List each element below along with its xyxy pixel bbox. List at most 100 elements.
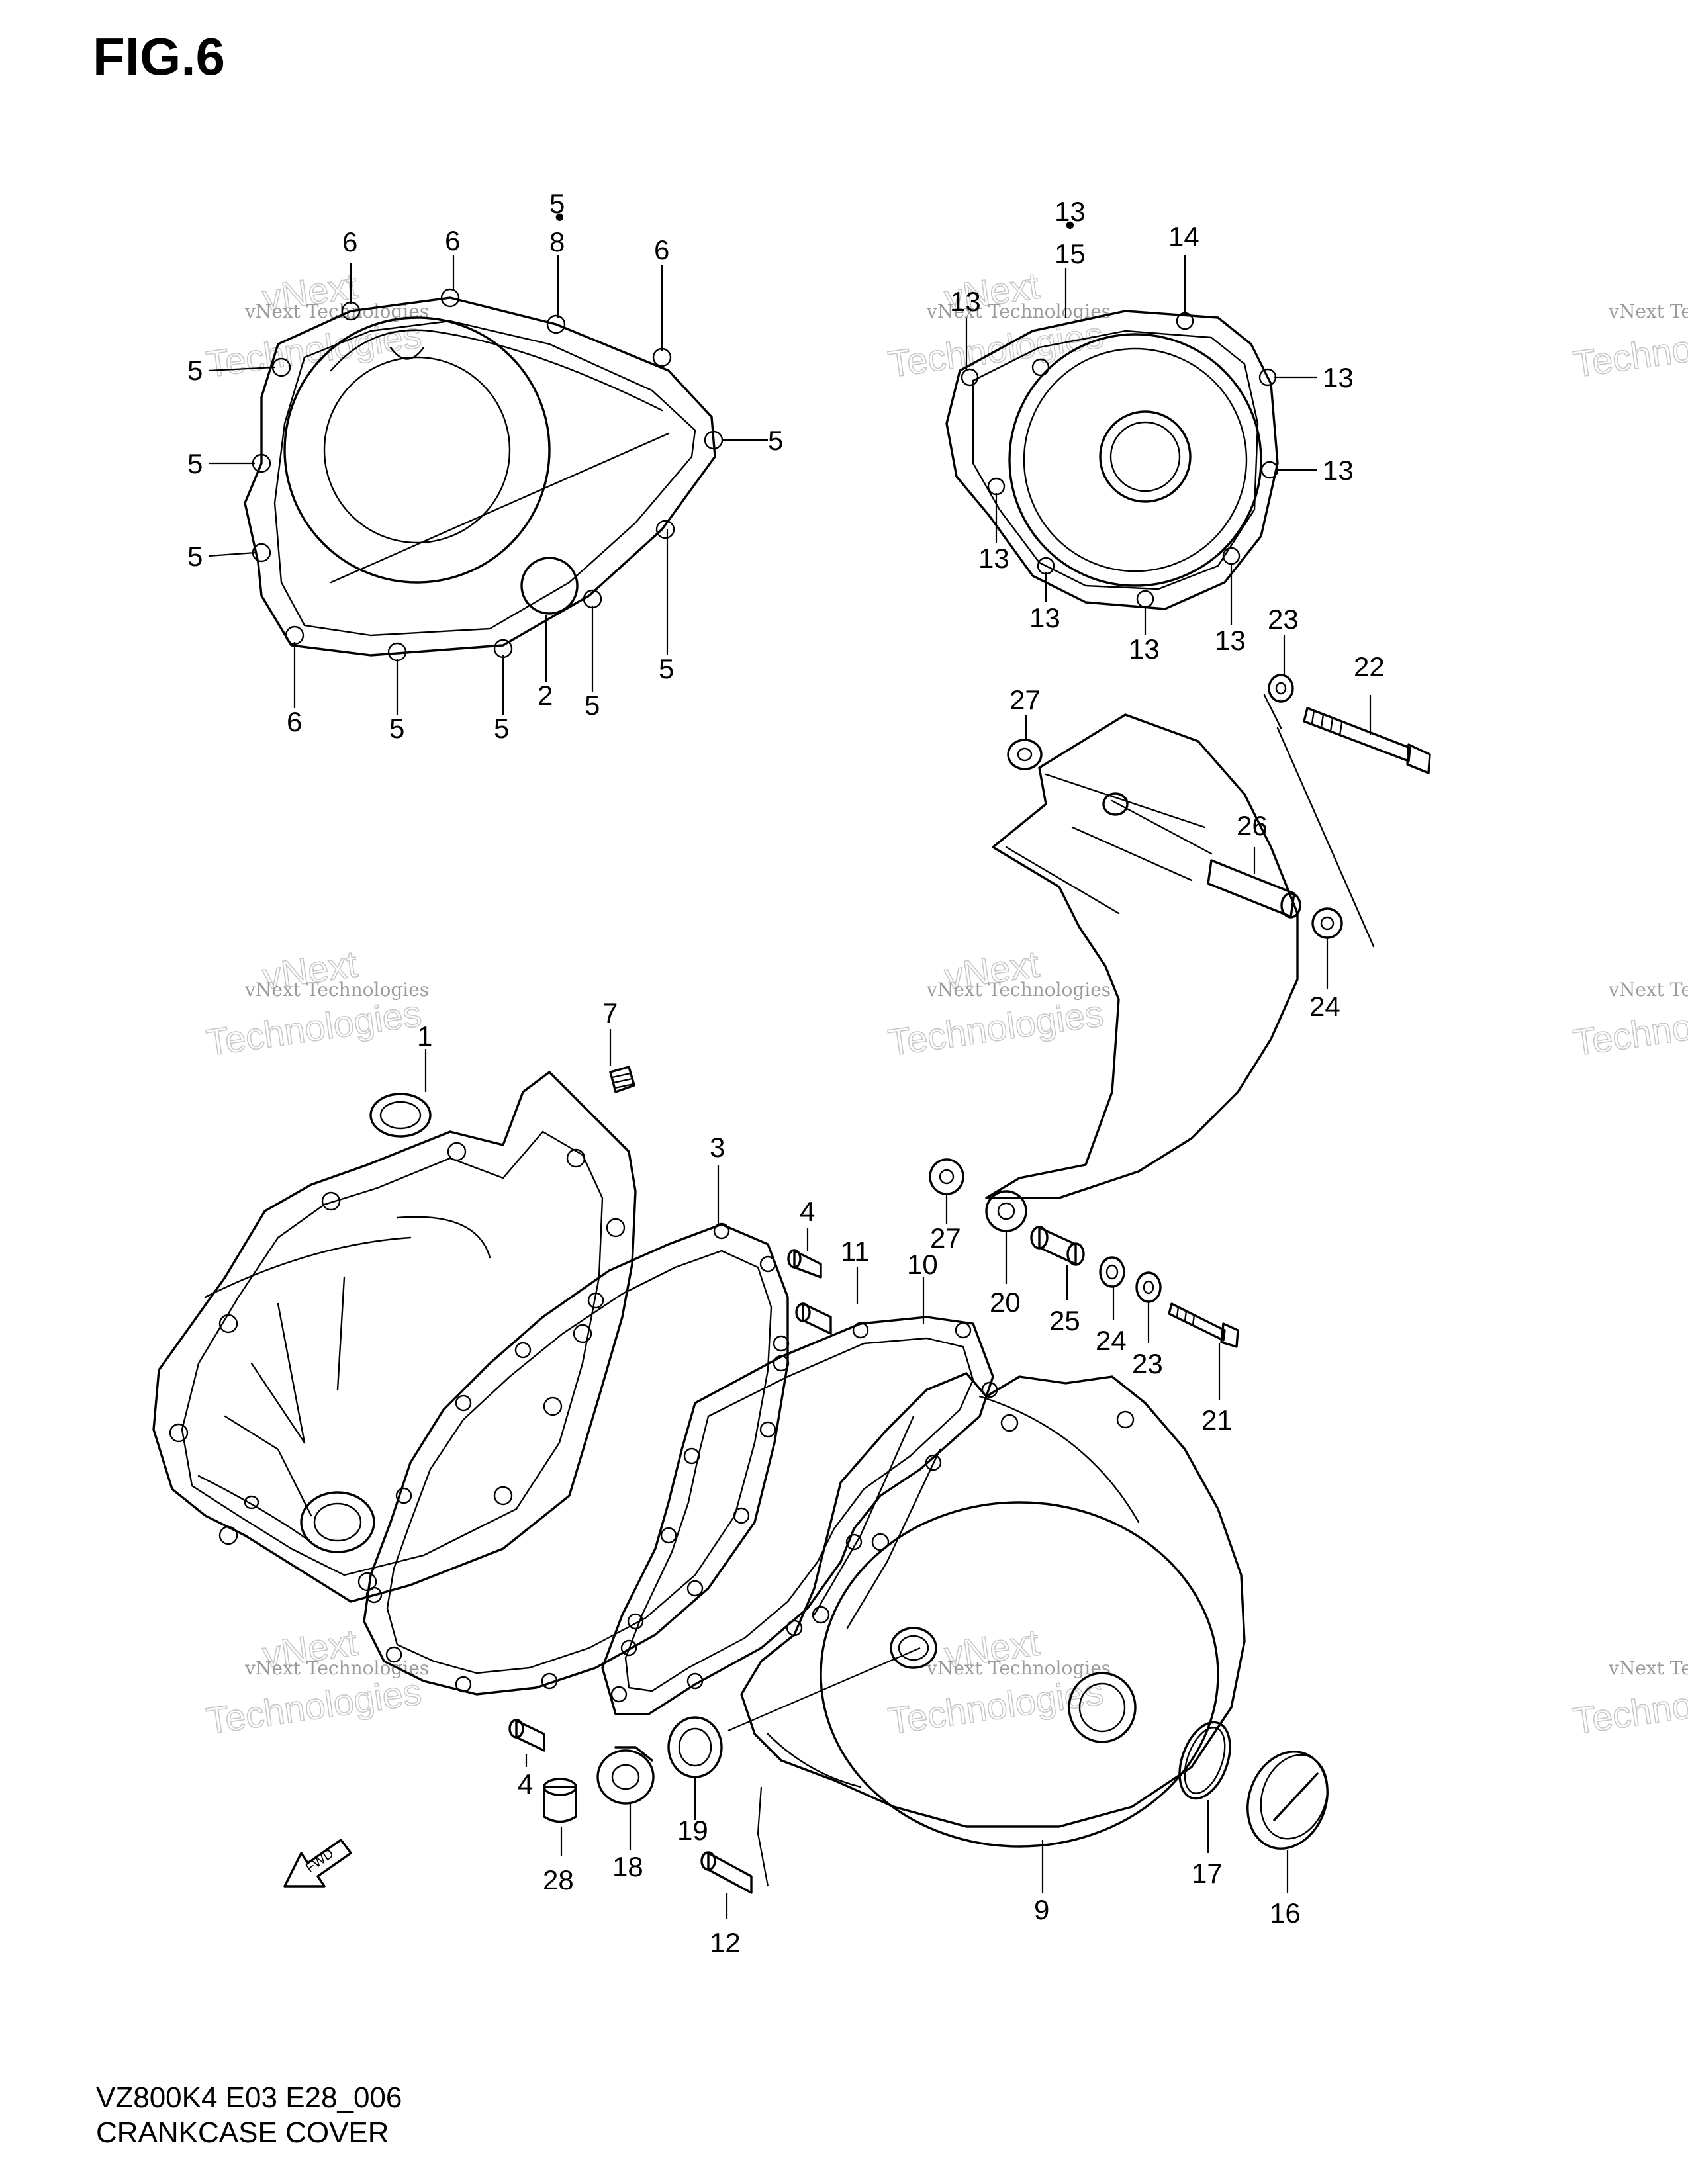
figure-title: FIG.6 <box>93 27 226 86</box>
washer-24-upper <box>1311 907 1343 939</box>
washer-23-lower <box>1135 1271 1162 1303</box>
watermarks: Technologies vNext vNext Technologies Te… <box>203 264 1688 1743</box>
callout-5: 5 <box>187 541 203 572</box>
callout-5: 5 <box>659 653 674 684</box>
watermark-text: Technologies <box>886 314 1105 385</box>
watermark-text: Technologies <box>1571 1670 1688 1742</box>
watermark-text: vNext Technologies <box>926 1657 1111 1679</box>
watermark-right-edge-top: vNext Technologies Technologies <box>1570 300 1688 386</box>
crankcase-cover-generator-side <box>740 1372 1246 1848</box>
small-parts: FWD <box>283 674 1431 1894</box>
sprocket-cover-plate <box>985 694 1375 1199</box>
oring-19 <box>667 1716 723 1778</box>
callout-28: 28 <box>543 1864 574 1895</box>
callout-6: 6 <box>287 706 302 737</box>
plug-7 <box>609 1066 635 1093</box>
callout-13: 13 <box>1129 633 1160 664</box>
callout-24: 24 <box>1309 991 1340 1022</box>
callout-13: 13 <box>1215 625 1246 656</box>
watermark-text: Technologies <box>1571 314 1688 385</box>
watermark-top-left: Technologies vNext vNext Technologies <box>203 264 429 386</box>
bolt-21 <box>1168 1302 1239 1348</box>
collar-20 <box>985 1190 1027 1232</box>
fwd-label: FWD <box>303 1846 336 1876</box>
callout-19: 19 <box>677 1815 708 1846</box>
callout-labels: 6 6 5 • 8 6 5 5 5 5 5 5 2 5 5 6 13 • 15 … <box>187 188 1385 1958</box>
callout-13: 13 <box>1323 362 1354 393</box>
callout-23: 23 <box>1132 1348 1163 1379</box>
callout-5: 5 <box>494 713 509 744</box>
watermark-text: vNext Technologies <box>244 1657 429 1679</box>
dowel-pin-12 <box>700 1851 753 1894</box>
callout-13: 13 <box>1055 196 1086 227</box>
callout-20: 20 <box>990 1287 1021 1318</box>
section-name: CRANKCASE COVER <box>96 2116 389 2149</box>
spacer-26 <box>1207 859 1301 919</box>
plug-18 <box>596 1746 655 1805</box>
crankcase-cover-clutch-side <box>152 1071 637 1603</box>
bolt-holes <box>610 1322 998 1703</box>
callout-12: 12 <box>710 1927 741 1958</box>
callout-5: 5 <box>768 425 783 456</box>
callout-6: 6 <box>342 226 357 257</box>
callout-24: 24 <box>1096 1325 1127 1356</box>
callout-27: 27 <box>930 1222 961 1253</box>
bolt-bosses <box>169 1142 626 1592</box>
callout-17: 17 <box>1192 1858 1223 1889</box>
watermark-text: Technologies <box>886 992 1105 1064</box>
dowel-pin-4-upper <box>787 1249 822 1279</box>
watermark-right-edge-low: vNext Technologies Technologies <box>1570 1657 1688 1743</box>
watermark-mid-left: Technologies vNext vNext Technologies <box>203 942 429 1064</box>
callout-21: 21 <box>1201 1404 1233 1435</box>
watermark-mid-mid: Technologies vNext vNext Technologies <box>885 942 1111 1064</box>
leader-lines <box>208 255 1372 1919</box>
watermark-text: vNext Technologies <box>926 979 1111 1001</box>
grommet-27-lower <box>929 1158 964 1195</box>
watermark-text: Technologies <box>204 992 424 1064</box>
callout-7: 7 <box>602 997 618 1028</box>
callout-13: 13 <box>1029 602 1060 633</box>
washer-24-lower <box>1099 1256 1125 1288</box>
callout-6: 6 <box>654 234 669 265</box>
callout-23: 23 <box>1268 604 1299 635</box>
callout-9: 9 <box>1034 1894 1049 1925</box>
dowel-pin-11 <box>795 1302 832 1335</box>
callout-5: 5 <box>187 355 203 386</box>
callout-11: 11 <box>841 1236 870 1267</box>
bolt-holes <box>365 1222 790 1693</box>
watermark-text: vNext Technologies <box>926 300 1111 322</box>
callout-13: 13 <box>978 543 1009 574</box>
callout-4: 4 <box>518 1768 533 1799</box>
callout-10: 10 <box>907 1249 938 1280</box>
callout-15: 15 <box>1055 238 1086 269</box>
callout-22: 22 <box>1354 651 1385 682</box>
watermark-text: vNext Technologies <box>1608 1657 1688 1679</box>
callout-8: 8 <box>549 226 565 257</box>
fwd-arrow-icon: FWD <box>283 1839 352 1888</box>
watermark-low-mid: Technologies vNext vNext Technologies <box>885 1621 1111 1743</box>
gasket-generator-cover <box>601 1316 998 1715</box>
callout-5: 5 <box>187 448 203 479</box>
bolt-22 <box>1303 707 1431 774</box>
grommet-27-upper <box>1007 739 1043 770</box>
watermark-text: Technologies <box>1571 992 1688 1064</box>
bolt-bosses <box>812 1410 1135 1624</box>
watermark-text: Technologies <box>886 1670 1105 1742</box>
callout-5: 5 <box>549 188 565 219</box>
callout-5: 5 <box>585 690 600 721</box>
model-code: VZ800K4 E03 E28_006 <box>96 2081 402 2114</box>
watermark-top-mid: Technologies vNext vNext Technologies <box>885 264 1111 386</box>
callout-26: 26 <box>1237 810 1268 841</box>
callout-27: 27 <box>1009 684 1041 715</box>
callout-1: 1 <box>417 1021 432 1052</box>
gasket-clutch-cover <box>363 1222 790 1696</box>
watermark-text: vNext Technologies <box>1608 300 1688 322</box>
callout-6: 6 <box>445 225 460 256</box>
callout-dot: • <box>1065 209 1075 240</box>
callout-dot: • <box>555 201 565 232</box>
cap-16 <box>1246 1751 1329 1850</box>
callout-2: 2 <box>538 680 553 711</box>
oring-17 <box>1178 1721 1231 1800</box>
callout-3: 3 <box>710 1132 725 1163</box>
